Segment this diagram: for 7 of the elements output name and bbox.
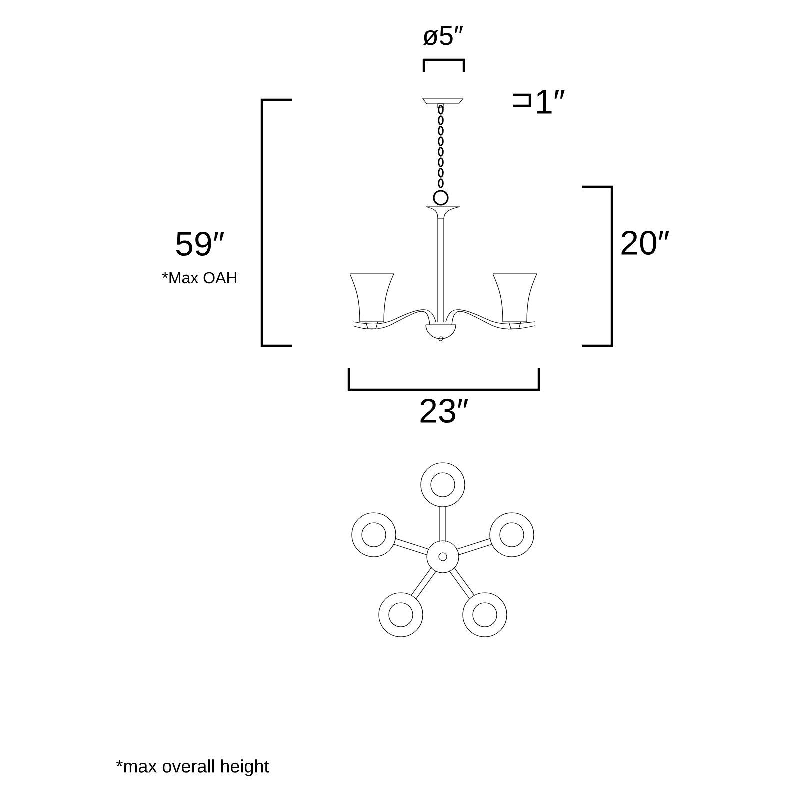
- dimension-label: 23″: [420, 398, 468, 424]
- footnote: *max overall height: [116, 760, 270, 776]
- dimension-label: 20″: [622, 230, 670, 256]
- dimension-label: 59″: [176, 232, 224, 256]
- note-label: *Max OAH: [162, 272, 236, 284]
- dimension-label: ø5″: [423, 26, 464, 46]
- dimension-label: 1″: [537, 90, 565, 114]
